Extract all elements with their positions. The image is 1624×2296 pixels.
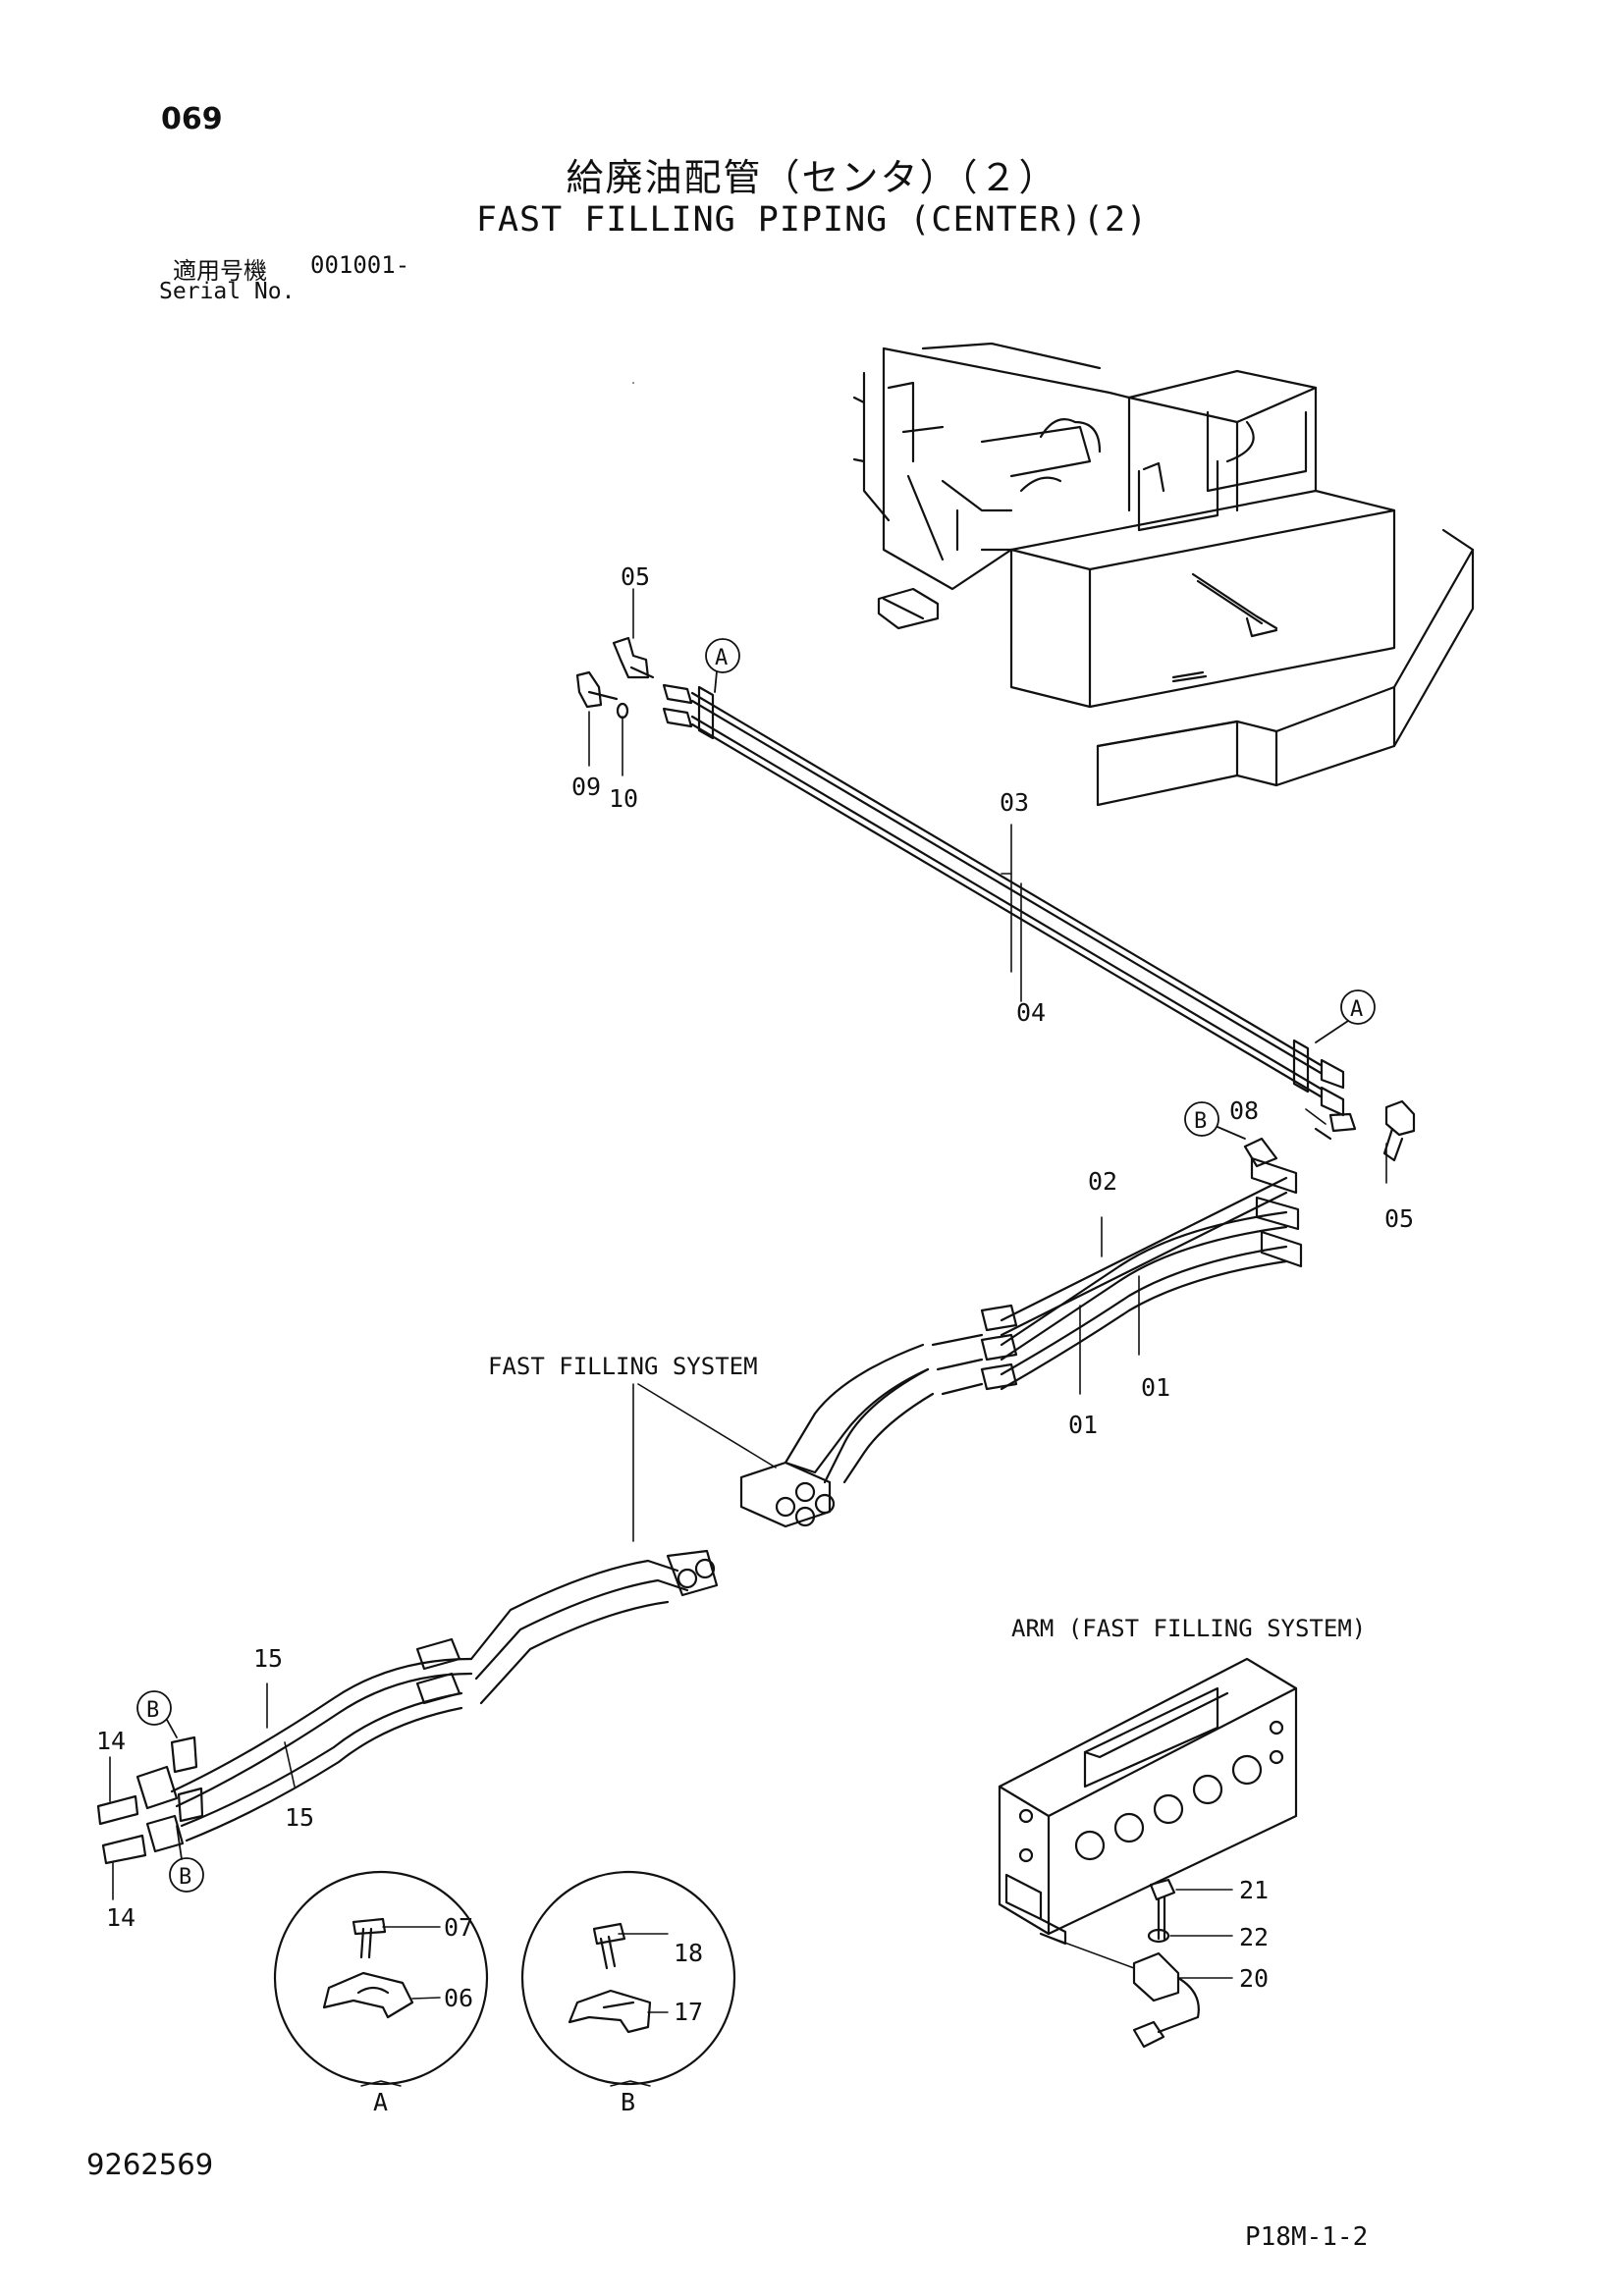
part-label-14-bottom: 14 bbox=[106, 1903, 135, 1932]
part-label-20: 20 bbox=[1239, 1964, 1269, 1993]
part-label-18: 18 bbox=[674, 1939, 703, 1967]
callout-b-middle: B bbox=[1194, 1109, 1207, 1134]
callout-b-left-bottom: B bbox=[179, 1865, 191, 1890]
callout-b-left-top: B bbox=[146, 1698, 159, 1723]
part-label-05-top: 05 bbox=[621, 562, 650, 591]
callout-circles bbox=[136, 638, 1376, 1893]
part-label-02: 02 bbox=[1088, 1167, 1117, 1196]
part-label-04: 04 bbox=[1016, 998, 1046, 1027]
serial-label-japanese: 適用号機 bbox=[173, 257, 267, 285]
part-label-03: 03 bbox=[1000, 788, 1029, 817]
part-label-01-left: 01 bbox=[1068, 1411, 1098, 1439]
part-label-17: 17 bbox=[674, 1998, 703, 2026]
callout-a-top: A bbox=[715, 646, 728, 670]
caption-fast-filling-system: FAST FILLING SYSTEM bbox=[488, 1353, 758, 1380]
detail-a bbox=[273, 1870, 489, 2087]
document-number: 9262569 bbox=[86, 2148, 214, 2181]
detail-label-a: A bbox=[373, 2088, 388, 2116]
part-label-14-top: 14 bbox=[96, 1727, 126, 1755]
part-label-15-top: 15 bbox=[253, 1644, 283, 1673]
fittings-right bbox=[1314, 1099, 1416, 1162]
part-label-07: 07 bbox=[444, 1913, 473, 1942]
callout-a-right: A bbox=[1350, 997, 1363, 1022]
page-title-japanese: 給廃油配管（センタ）（２） bbox=[566, 156, 1058, 199]
detail-b bbox=[520, 1870, 736, 2087]
serial-value: 001001- bbox=[310, 251, 410, 279]
part-label-08: 08 bbox=[1229, 1096, 1259, 1125]
pipes-03-04 bbox=[662, 683, 1345, 1117]
part-label-22: 22 bbox=[1239, 1923, 1269, 1951]
part-label-15-bottom: 15 bbox=[285, 1803, 314, 1832]
fittings-upper-left bbox=[575, 636, 655, 720]
page-reference: P18M-1-2 bbox=[1245, 2222, 1369, 2252]
part-label-06: 06 bbox=[444, 1984, 473, 2012]
hoses-01-02 bbox=[931, 1137, 1303, 1396]
part-label-05-right: 05 bbox=[1384, 1204, 1414, 1233]
fast-filling-block-middle bbox=[739, 1343, 935, 1528]
part-label-21: 21 bbox=[1239, 1876, 1269, 1904]
serial-label-english: Serial No. bbox=[159, 279, 296, 304]
part-label-01-right: 01 bbox=[1141, 1373, 1170, 1402]
page-number: 069 bbox=[161, 102, 223, 136]
leader-lines bbox=[109, 382, 1387, 1900]
caption-arm-fast-filling-system: ARM (FAST FILLING SYSTEM) bbox=[1011, 1615, 1366, 1642]
part-label-09: 09 bbox=[571, 773, 601, 801]
part-label-10: 10 bbox=[609, 784, 638, 813]
hoses-15 bbox=[96, 1549, 719, 1865]
arm-fast-filling-panel bbox=[998, 1657, 1298, 2049]
detail-label-b: B bbox=[621, 2088, 635, 2116]
machine-body bbox=[852, 342, 1475, 807]
page-title-english: FAST FILLING PIPING (CENTER)(2) bbox=[475, 200, 1149, 240]
